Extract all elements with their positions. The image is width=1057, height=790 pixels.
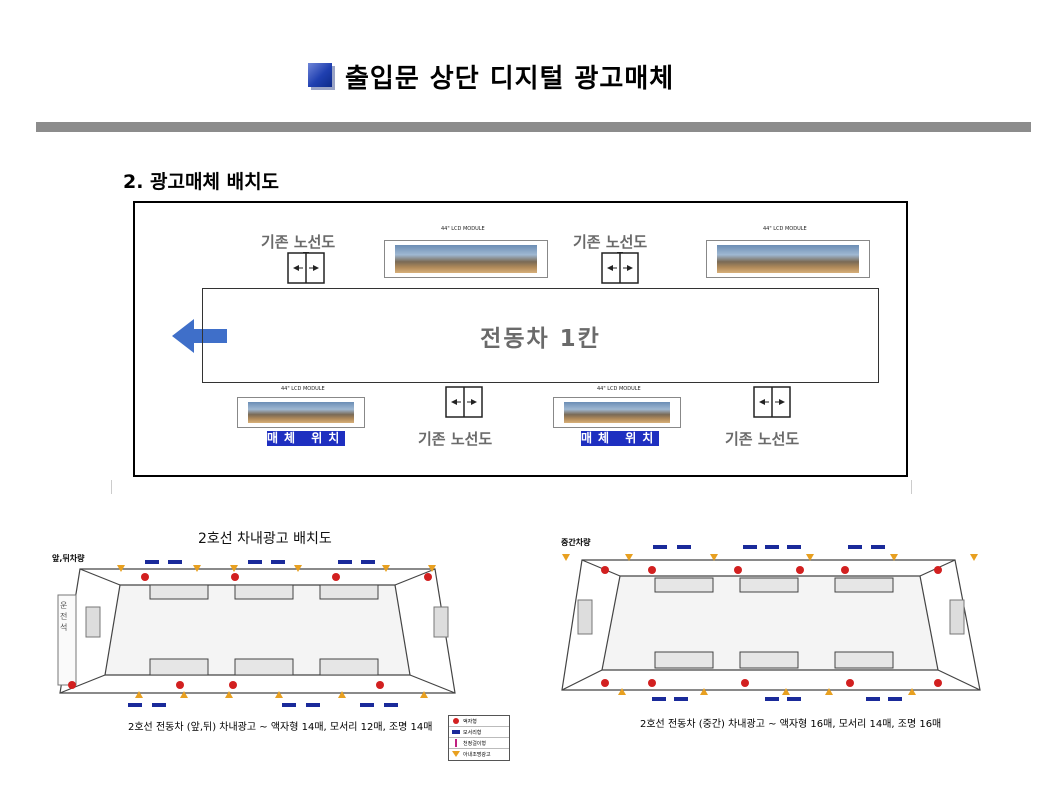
red-dot-icon bbox=[453, 718, 459, 724]
crop-mark bbox=[111, 480, 112, 494]
lcd-module-caption: 44" LCD MODULE bbox=[597, 386, 641, 392]
legend-label: 아내조명광고 bbox=[463, 751, 491, 758]
light-ad-marks bbox=[562, 554, 978, 695]
legend-label: 천정걸이형 bbox=[463, 740, 487, 747]
driver-cab bbox=[57, 594, 77, 686]
layout-diagram-frame bbox=[133, 201, 908, 477]
corner-ad-marks bbox=[128, 560, 398, 707]
lcd-module-caption: 44" LCD MODULE bbox=[441, 226, 485, 232]
lcd-module-caption: 44" LCD MODULE bbox=[763, 226, 807, 232]
door-icon bbox=[601, 252, 639, 284]
end-window bbox=[949, 599, 965, 635]
door-icon bbox=[445, 386, 483, 418]
frame-ad-marks bbox=[68, 573, 432, 689]
end-window bbox=[577, 599, 593, 635]
mount-position-label: 매체 위치 bbox=[267, 431, 346, 446]
orange-triangle-icon bbox=[452, 751, 460, 757]
seat-row-bottom bbox=[654, 651, 894, 669]
train-car-label: 전동차 1칸 bbox=[480, 325, 601, 352]
title-divider bbox=[36, 122, 1031, 132]
lcd-module-screen bbox=[384, 240, 548, 278]
plan-heading: 2호선 차내광고 배치도 bbox=[198, 531, 332, 547]
lcd-module-caption: 44" LCD MODULE bbox=[281, 386, 325, 392]
lcd-module-screen bbox=[706, 240, 870, 278]
frame-ad-marks bbox=[601, 566, 942, 687]
section-subtitle: 2. 광고매체 배치도 bbox=[123, 171, 280, 193]
middle-car-plan bbox=[561, 545, 981, 701]
door-icon bbox=[287, 252, 325, 284]
corner-ad-marks bbox=[652, 545, 902, 701]
lcd-module-screen bbox=[237, 397, 365, 428]
door-icon bbox=[753, 386, 791, 418]
legend-item: 천정걸이형 bbox=[449, 738, 509, 749]
plan-caption: 2호선 전동차 (앞,뒤) 차내광고 ~ 액자형 14매, 모서리 12매, 조… bbox=[128, 722, 433, 733]
plan-legend: 액자형 모서리형 천정걸이형 아내조명광고 bbox=[448, 715, 510, 761]
route-map-label: 기존 노선도 bbox=[261, 233, 336, 251]
page-title: 출입문 상단 디지털 광고매체 bbox=[345, 64, 675, 94]
legend-label: 액자형 bbox=[463, 718, 477, 725]
driver-cab-label: 운전석 bbox=[60, 601, 68, 632]
mount-position-label: 매체 위치 bbox=[581, 431, 660, 446]
direction-arrow-icon bbox=[172, 319, 227, 353]
title-bullet-icon bbox=[308, 63, 332, 87]
legend-item: 아내조명광고 bbox=[449, 749, 509, 759]
lcd-module-screen bbox=[553, 397, 681, 428]
crop-mark bbox=[911, 480, 912, 494]
route-map-label: 기존 노선도 bbox=[573, 233, 648, 251]
blue-bar-icon bbox=[452, 730, 460, 734]
seat-row-bottom bbox=[149, 658, 379, 676]
cab-window bbox=[433, 606, 449, 638]
cab-window bbox=[85, 606, 101, 638]
route-map-label: 기존 노선도 bbox=[418, 430, 493, 448]
front-rear-car-plan bbox=[57, 560, 456, 707]
pink-line-icon bbox=[455, 739, 457, 747]
seat-row-top bbox=[654, 577, 894, 593]
seat-row-top bbox=[149, 584, 379, 600]
plan-corner-label: 중간차량 bbox=[561, 538, 591, 547]
train-car: 전동차 1칸 bbox=[202, 288, 879, 383]
route-map-label: 기존 노선도 bbox=[725, 430, 800, 448]
legend-item: 액자형 bbox=[449, 716, 509, 727]
light-ad-marks bbox=[117, 565, 436, 698]
legend-item: 모서리형 bbox=[449, 727, 509, 738]
car-outline bbox=[561, 559, 981, 691]
plan-corner-label: 앞,뒤차량 bbox=[52, 554, 85, 563]
legend-label: 모서리형 bbox=[463, 729, 482, 736]
plan-caption: 2호선 전동차 (중간) 차내광고 ~ 액자형 16매, 모서리 14매, 조명… bbox=[640, 719, 942, 730]
